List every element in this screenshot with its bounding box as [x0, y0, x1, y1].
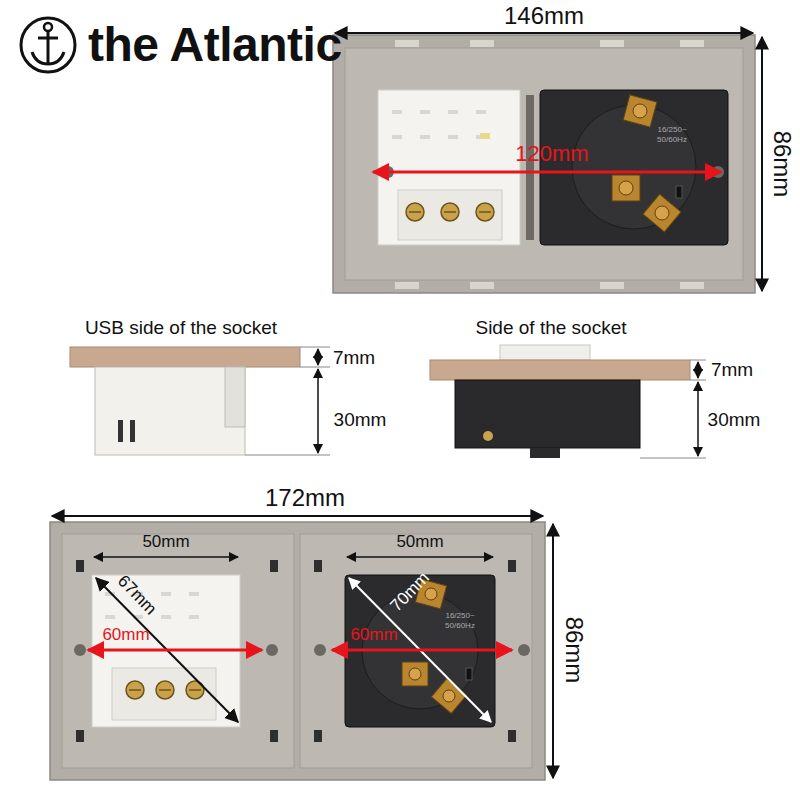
dimension-label: 86mm — [560, 617, 588, 684]
view-caption: USB side of the socket — [85, 317, 277, 339]
rating-mark: 50/60Hz — [657, 135, 687, 144]
dimension-label: 120mm — [515, 141, 588, 166]
dimension-label: 50mm — [142, 532, 189, 552]
usb-side-view — [70, 347, 330, 455]
dimension-label: 50mm — [396, 532, 443, 552]
dimension-label: 86mm — [768, 131, 796, 198]
top-panel — [333, 35, 755, 293]
dimension-label: 30mm — [334, 409, 387, 431]
dimension-label: 30mm — [708, 409, 761, 431]
view-caption: Side of the socket — [475, 317, 626, 339]
dimension-label: 172mm — [265, 484, 345, 512]
dimension-label: 60mm — [350, 625, 397, 645]
brand-title: the Atlantic — [88, 17, 342, 72]
dimension-label: 60mm — [102, 625, 149, 645]
socket-side-view — [430, 345, 706, 458]
rating-mark: 50/60Hz — [445, 621, 475, 630]
rating-mark: 16/250~ — [445, 611, 474, 620]
rating-mark: 16/250~ — [657, 125, 686, 134]
dimension-label: 146mm — [504, 2, 584, 30]
dimension-label: 7mm — [711, 359, 753, 381]
bottom-panel — [50, 522, 545, 780]
dimension-label: 7mm — [333, 347, 375, 369]
anchor-logo — [21, 18, 75, 72]
